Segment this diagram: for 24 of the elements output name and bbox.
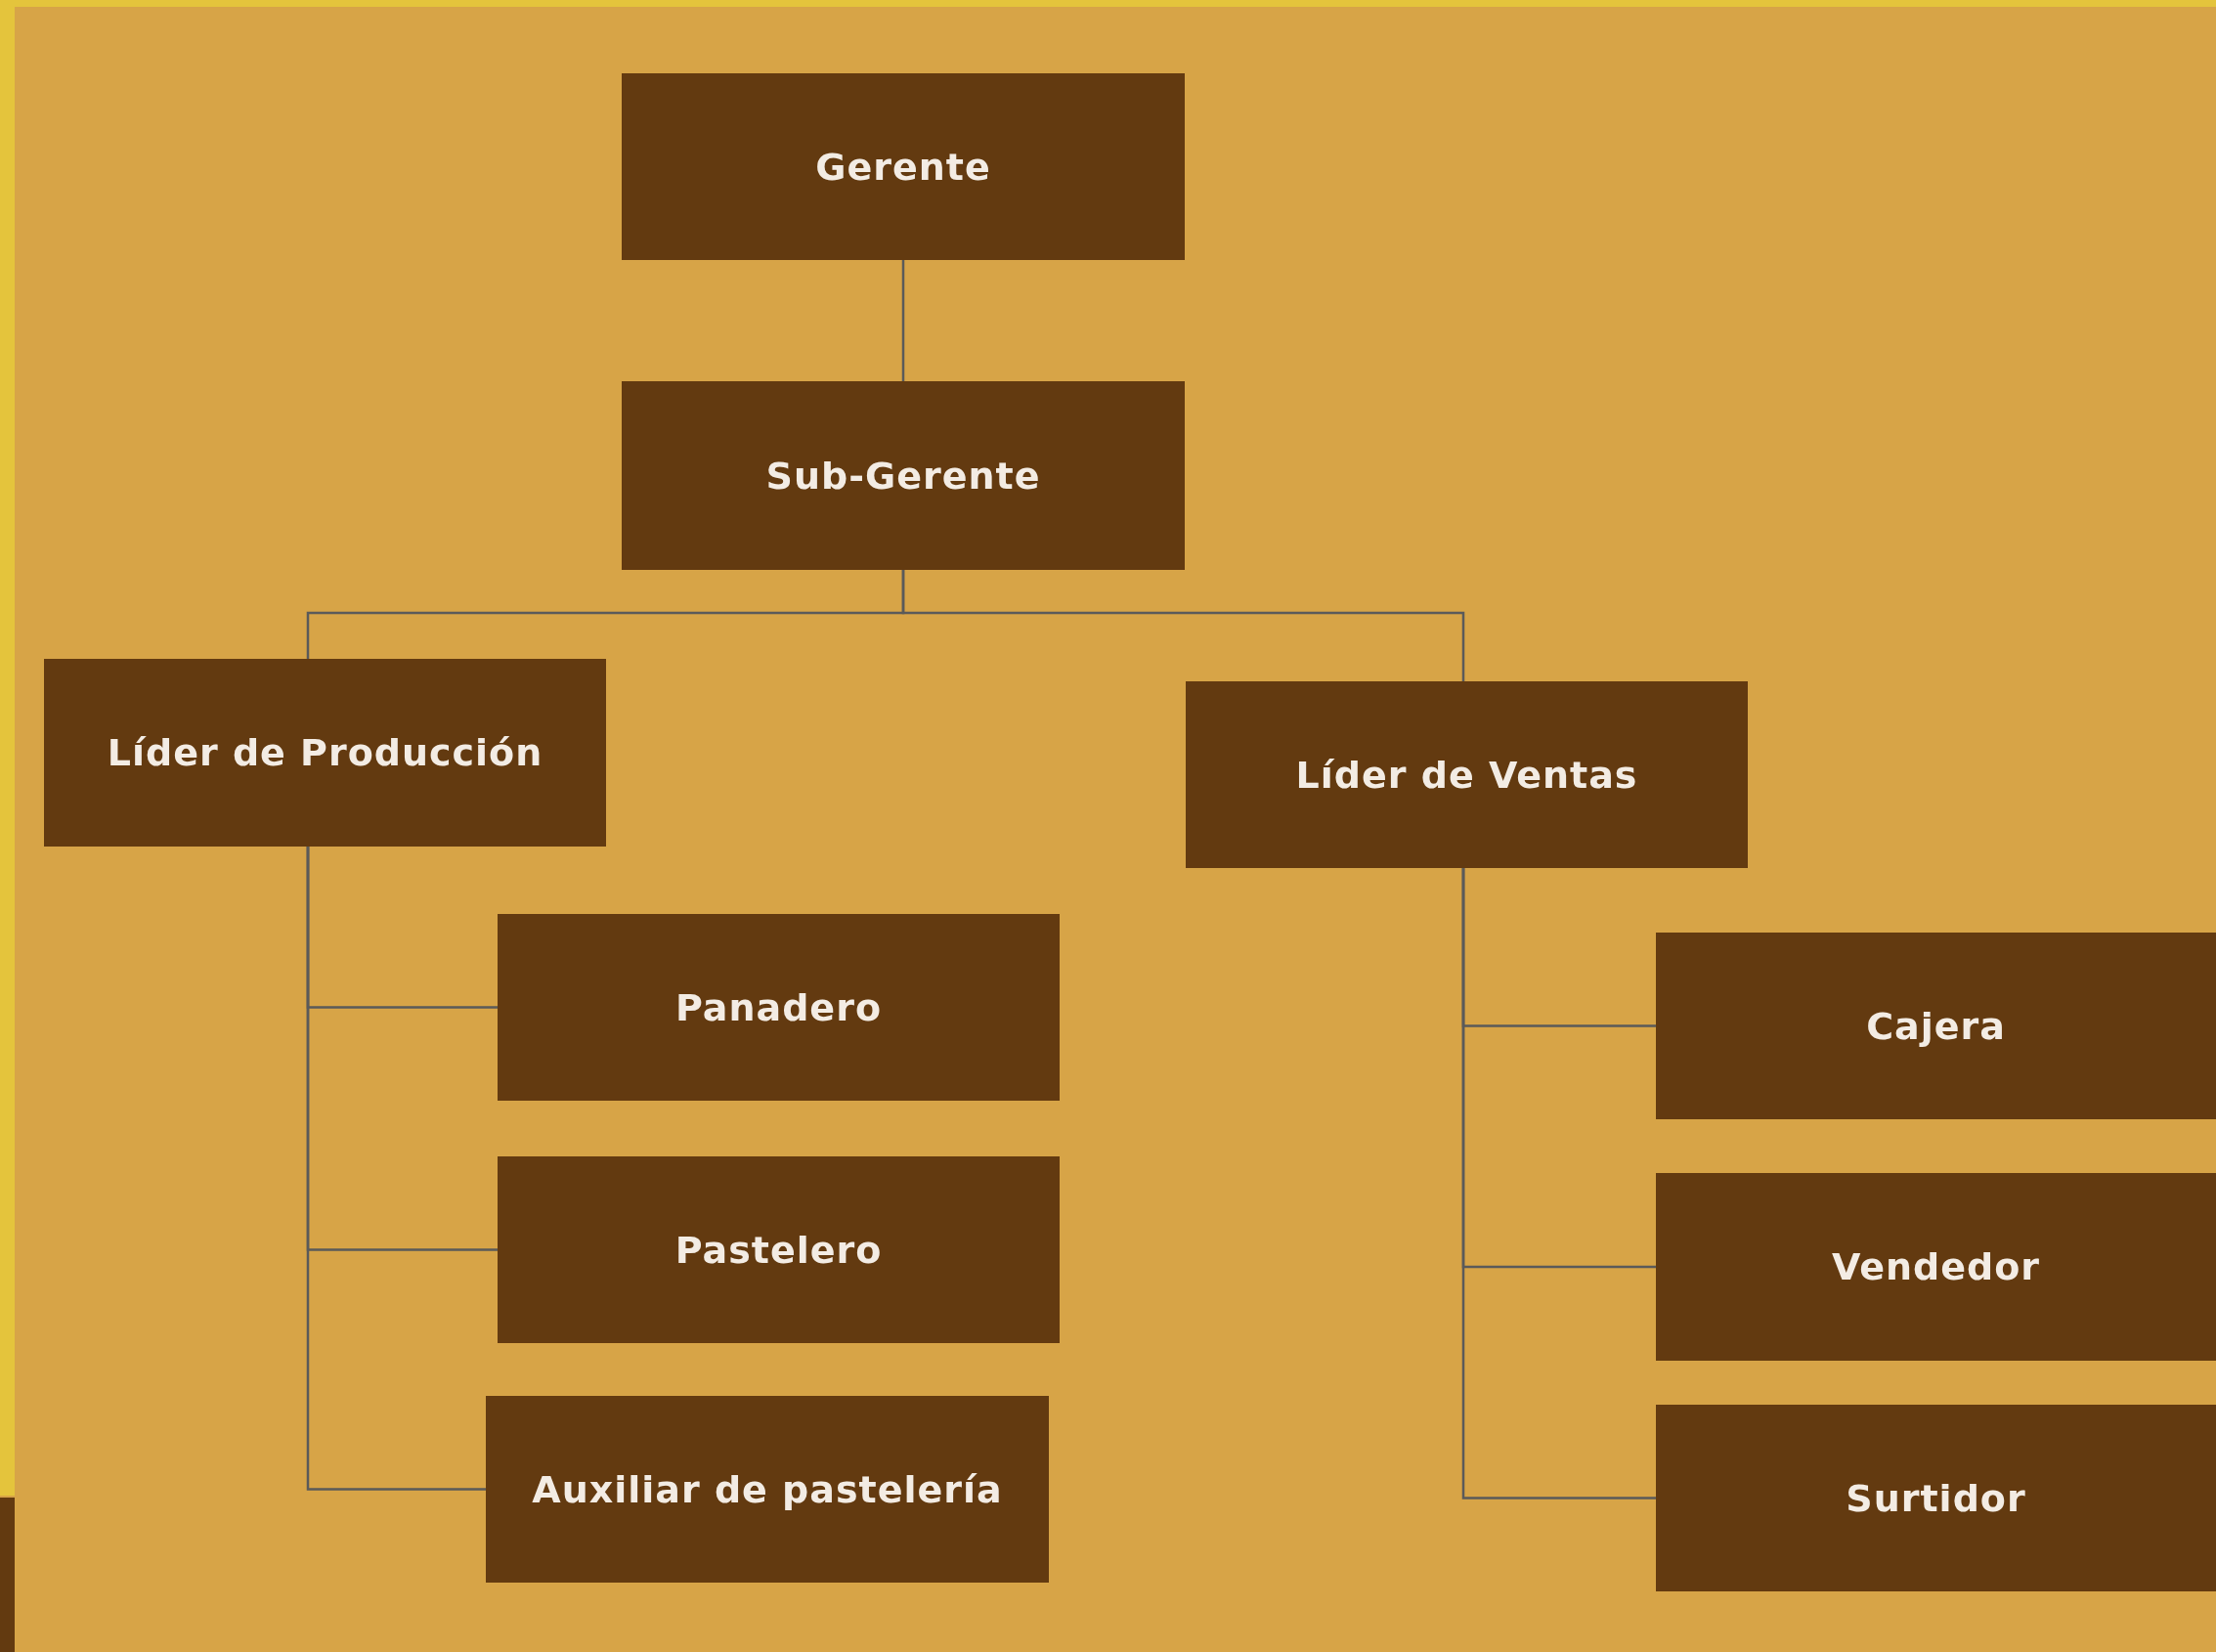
- role-title: Auxiliar de pastelería: [532, 1467, 1003, 1511]
- connector-line: [1461, 868, 1656, 1500]
- role-title: Líder de Producción: [107, 731, 543, 774]
- role-box: [622, 381, 1185, 570]
- role-title: Sub-Gerente: [765, 454, 1041, 498]
- role-box: [44, 659, 606, 847]
- role-box: [486, 1396, 1049, 1583]
- role-title: Líder de Ventas: [1295, 753, 1638, 797]
- role-box: [498, 914, 1060, 1101]
- role-title: Panadero: [675, 985, 882, 1029]
- role-title: Pastelero: [674, 1228, 883, 1272]
- connector-line: [901, 260, 905, 381]
- role-title: Surtidor: [1846, 1476, 2026, 1520]
- role-box: [1656, 1405, 2216, 1591]
- role-box: [498, 1156, 1060, 1343]
- role-box: [622, 73, 1185, 260]
- role-title: Vendedor: [1831, 1245, 2041, 1288]
- role-box: [1186, 681, 1748, 868]
- role-title: Cajera: [1866, 1004, 2006, 1048]
- role-title: Gerente: [815, 145, 991, 189]
- role-box: [1656, 1173, 2216, 1361]
- role-box: [1656, 933, 2216, 1119]
- connector-line: [901, 570, 1465, 681]
- connector-line: [306, 847, 486, 1491]
